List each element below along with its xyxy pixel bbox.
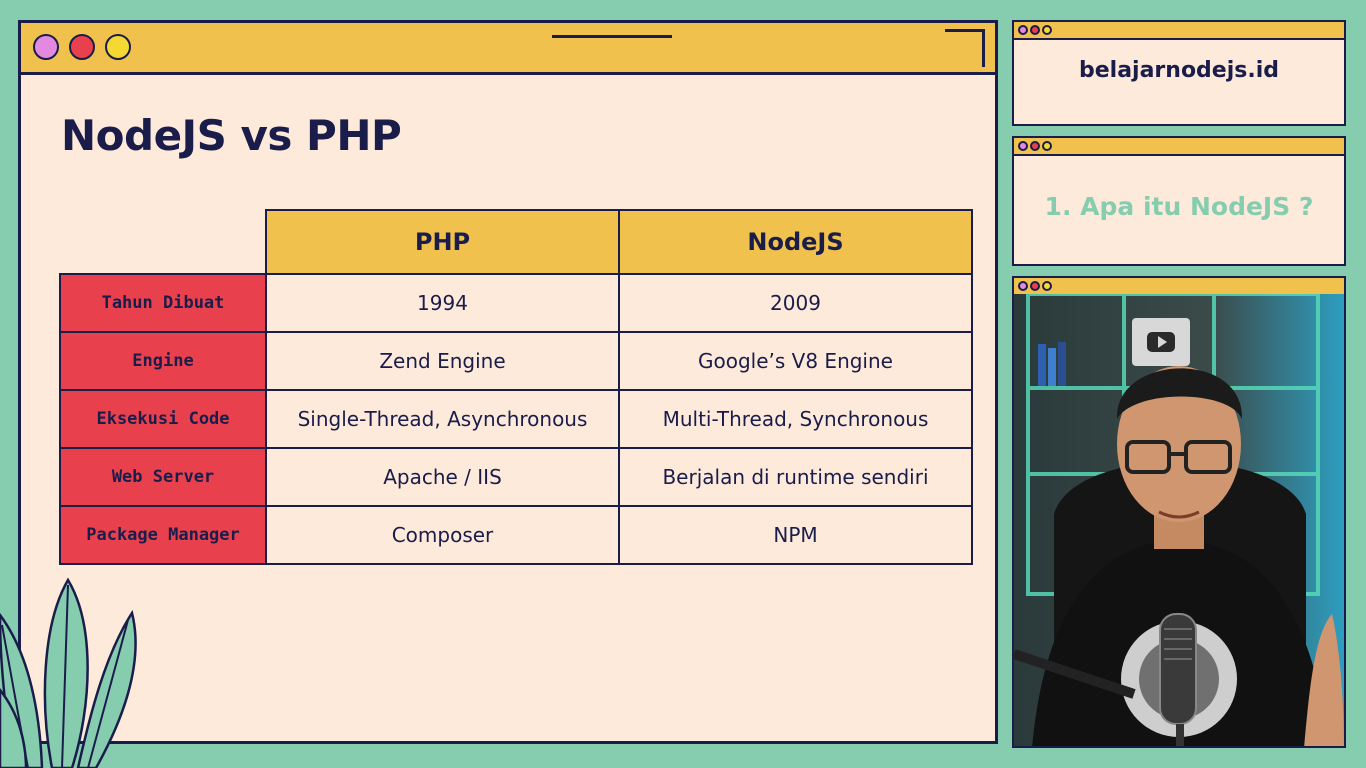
table-row: Package Manager Composer NPM: [59, 505, 973, 565]
table-row: Web Server Apache / IIS Berjalan di runt…: [59, 447, 973, 507]
window-title-bar: [21, 23, 995, 75]
row-header: Tahun Dibuat: [59, 273, 267, 333]
row-header: Web Server: [59, 447, 267, 507]
panel-title-bar: [1014, 138, 1344, 156]
table-cell-nodejs: Multi-Thread, Synchronous: [618, 389, 973, 449]
title-bar-corner: [945, 29, 985, 67]
window-dot-pink-icon: [33, 34, 59, 60]
column-header-nodejs: NodeJS: [618, 209, 973, 275]
table-cell-php: Zend Engine: [265, 331, 620, 391]
window-dot-pink-icon: [1018, 141, 1028, 151]
window-dot-red-icon: [69, 34, 95, 60]
window-dot-yellow-icon: [105, 34, 131, 60]
panel-title-bar: [1014, 22, 1344, 40]
presenter-video: [1014, 294, 1344, 746]
site-name: belajarnodejs.id: [1078, 58, 1280, 83]
topic-title: 1. Apa itu NodeJS ?: [1044, 192, 1314, 221]
window-dot-red-icon: [1030, 141, 1040, 151]
row-header: Package Manager: [59, 505, 267, 565]
table-corner-cell: [60, 210, 266, 274]
table-cell-php: Single-Thread, Asynchronous: [265, 389, 620, 449]
microphone-icon: [1014, 613, 1197, 746]
table-row: Engine Zend Engine Google’s V8 Engine: [59, 331, 973, 391]
row-header: Eksekusi Code: [59, 389, 267, 449]
window-dot-pink-icon: [1018, 281, 1028, 291]
site-panel: belajarnodejs.id: [1012, 20, 1346, 126]
plant-illustration: [0, 577, 137, 768]
table-cell-php: Composer: [265, 505, 620, 565]
window-dot-pink-icon: [1018, 25, 1028, 35]
table-cell-nodejs: Berjalan di runtime sendiri: [618, 447, 973, 507]
table-cell-nodejs: NPM: [618, 505, 973, 565]
window-dot-red-icon: [1030, 281, 1040, 291]
window-dot-yellow-icon: [1042, 25, 1052, 35]
column-header-php: PHP: [265, 209, 620, 275]
title-bar-line: [552, 35, 672, 38]
table-row: Eksekusi Code Single-Thread, Asynchronou…: [59, 389, 973, 449]
slide-title: NodeJS vs PHP: [61, 111, 402, 160]
table-cell-php: 1994: [265, 273, 620, 333]
table-cell-nodejs: 2009: [618, 273, 973, 333]
window-dot-red-icon: [1030, 25, 1040, 35]
window-dot-yellow-icon: [1042, 141, 1052, 151]
table-row: Tahun Dibuat 1994 2009: [59, 273, 973, 333]
table-cell-nodejs: Google’s V8 Engine: [618, 331, 973, 391]
table-cell-php: Apache / IIS: [265, 447, 620, 507]
slide-window: NodeJS vs PHP PHP NodeJS Tahun Dibuat 19…: [18, 20, 998, 744]
table-header-row: PHP NodeJS: [60, 209, 973, 275]
topic-panel: 1. Apa itu NodeJS ?: [1012, 136, 1346, 266]
window-dot-yellow-icon: [1042, 281, 1052, 291]
video-panel: [1012, 276, 1346, 748]
comparison-table: PHP NodeJS Tahun Dibuat 1994 2009 Engine…: [59, 209, 973, 565]
row-header: Engine: [59, 331, 267, 391]
